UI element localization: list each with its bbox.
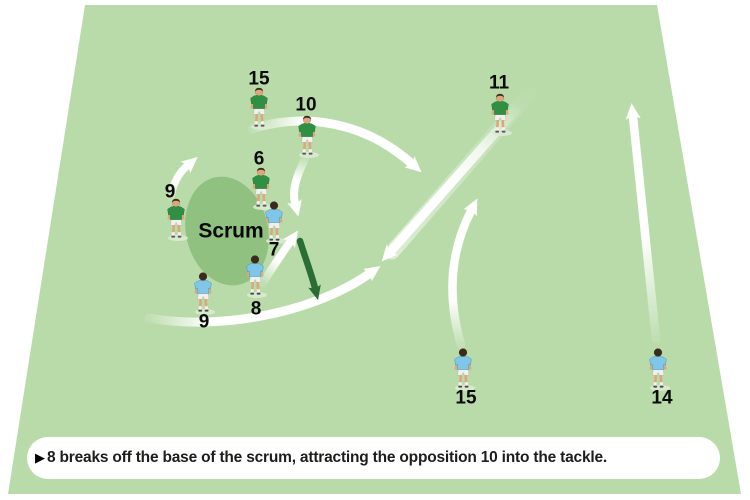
player-number-label-blue-15: 15: [455, 388, 477, 409]
player-number-label-blue-8: 8: [251, 299, 262, 320]
arrow-ten-cut-wide: [247, 116, 422, 173]
player-number-label-green-11: 11: [489, 73, 510, 94]
scrum-label: Scrum: [198, 220, 263, 243]
caption-bullet-icon: ▶: [35, 449, 45, 465]
player-number-label-green-6: 6: [254, 149, 265, 170]
arrow-nine-pass-sweep: [144, 266, 381, 327]
caption-text: 8 breaks off the base of the scrum, attr…: [47, 449, 607, 466]
arrow-ball-path: [296, 237, 321, 301]
pitch-area: [8, 5, 741, 494]
player-number-label-blue-14: 14: [651, 388, 673, 409]
arrow-eight-break: [259, 230, 299, 287]
player-number-label-blue-9: 9: [199, 312, 210, 333]
run-arrows-layer: [144, 78, 661, 350]
arrow-fullback-fifteen-run: [448, 198, 478, 350]
player-number-labels: 15 10 11 6 9 7 8 9 15 14: [165, 69, 673, 409]
player-number-label-blue-7: 7: [269, 240, 280, 261]
player-number-label-green-10: 10: [295, 95, 316, 116]
scrum-ellipse: [185, 176, 269, 286]
player-number-label-green-15: 15: [248, 69, 270, 90]
caption-bar: ▶ 8 breaks off the base of the scrum, at…: [27, 437, 720, 479]
player-number-label-green-9: 9: [165, 182, 176, 203]
arrow-ten-drop-to-seven: [287, 155, 309, 217]
arrow-wing-fourteen-run: [625, 103, 661, 344]
arrow-nine-support-run: [167, 156, 198, 201]
